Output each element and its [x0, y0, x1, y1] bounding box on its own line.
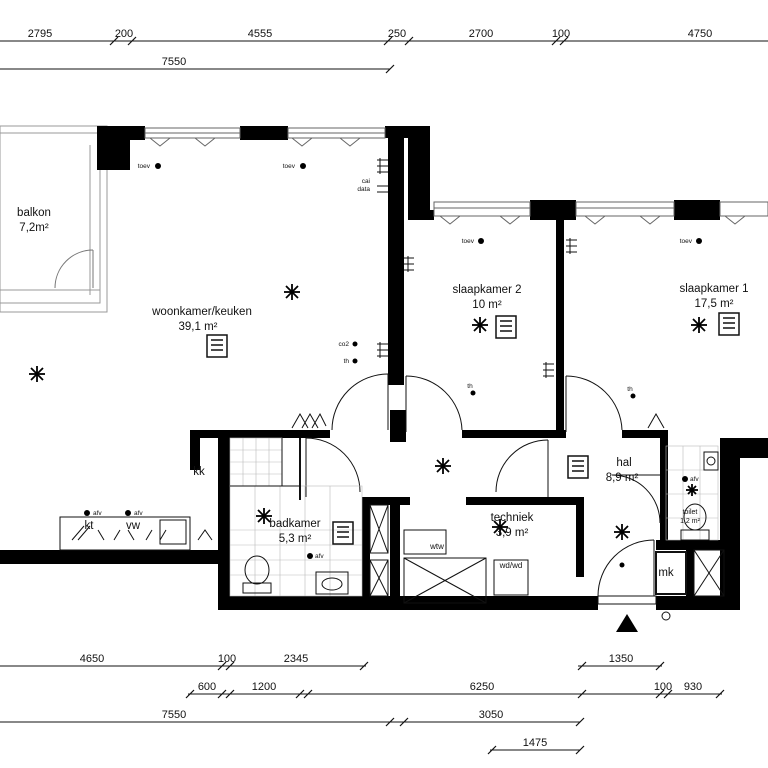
radiator-icons: [206, 312, 740, 545]
top-dimension-lines: [0, 36, 768, 74]
dim-top-total: 7550: [162, 56, 186, 68]
label-mk: mk: [658, 567, 674, 579]
bathroom-tiles: [229, 437, 719, 597]
label-toev-2: toev: [283, 163, 296, 170]
balcony-outline: [0, 125, 108, 313]
label-co2: co2: [339, 341, 350, 348]
entrance-arrow-icon: [616, 614, 638, 632]
label-th-1: th: [344, 358, 350, 365]
label-kk: kk: [193, 466, 205, 478]
dim-bottom-9: 930: [684, 681, 702, 693]
dim-bottom-10: 7550: [162, 709, 186, 721]
room-name-woonkamer: woonkamer/keuken: [151, 306, 252, 318]
room-name-balkon: balkon: [17, 207, 51, 219]
room-name-badkamer: badkamer: [269, 518, 320, 530]
dim-top-4: 250: [388, 28, 406, 40]
room-name-toilet: toilet: [683, 509, 698, 516]
dim-bottom-12: 1475: [523, 737, 547, 749]
label-wtw: wtw: [429, 542, 444, 551]
label-toev-1: toev: [138, 163, 151, 170]
dim-bottom-2: 100: [218, 653, 236, 665]
dim-top-1: 2795: [28, 28, 52, 40]
label-cai: cai: [362, 178, 370, 185]
label-afv-3: afv: [315, 553, 324, 560]
label-toev-3: toev: [462, 238, 475, 245]
room-area-woonkamer: 39,1 m²: [179, 321, 218, 333]
room-name-slaapkamer2: slaapkamer 2: [452, 284, 521, 296]
room-area-balkon: 7,2m²: [19, 222, 49, 234]
label-afv-4: afv: [690, 476, 699, 483]
room-area-hal: 8,9 m²: [606, 472, 639, 484]
room-name-hal: hal: [616, 457, 631, 469]
dim-top-2: 200: [115, 28, 133, 40]
label-th-3: th: [627, 386, 633, 393]
dim-bottom-8: 100: [654, 681, 672, 693]
label-toev-4: toev: [680, 238, 693, 245]
ceiling-light-icons: [29, 284, 707, 540]
room-name-slaapkamer1: slaapkamer 1: [679, 283, 748, 295]
label-data: data: [357, 186, 370, 193]
room-area-slaapkamer1: 17,5 m²: [695, 298, 734, 310]
label-afv-2: afv: [134, 510, 143, 517]
dim-bottom-5: 600: [198, 681, 216, 693]
room-area-toilet: 1,2 m²: [680, 518, 701, 525]
dim-bottom-7: 6250: [470, 681, 494, 693]
label-vw: vw: [126, 520, 141, 532]
windows: [144, 127, 768, 225]
dim-bottom-6: 1200: [252, 681, 276, 693]
dim-bottom-11: 3050: [479, 709, 503, 721]
switch-dots: [84, 163, 702, 568]
dim-top-5: 2700: [469, 28, 493, 40]
label-afv-1: afv: [93, 510, 102, 517]
room-name-techniek: techniek: [491, 512, 534, 524]
bottom-dimension-lines: [0, 661, 725, 755]
dim-top-7: 4750: [688, 28, 712, 40]
fixtures: [59, 438, 725, 621]
room-area-techniek: 3,9 m²: [496, 527, 529, 539]
electrical-symbols: [71, 158, 665, 541]
dim-bottom-3: 2345: [284, 653, 308, 665]
dim-bottom-1: 4650: [80, 653, 104, 665]
label-kt: kt: [85, 520, 95, 532]
walls: [0, 126, 768, 610]
dim-top-3: 4555: [248, 28, 272, 40]
label-th-2: th: [467, 383, 473, 390]
label-wdwd: wd/wd: [499, 561, 523, 570]
room-area-slaapkamer2: 10 m²: [472, 299, 502, 311]
doors: [305, 373, 661, 597]
room-area-badkamer: 5,3 m²: [279, 533, 312, 545]
dim-bottom-4: 1350: [609, 653, 633, 665]
dim-top-6: 100: [552, 28, 570, 40]
